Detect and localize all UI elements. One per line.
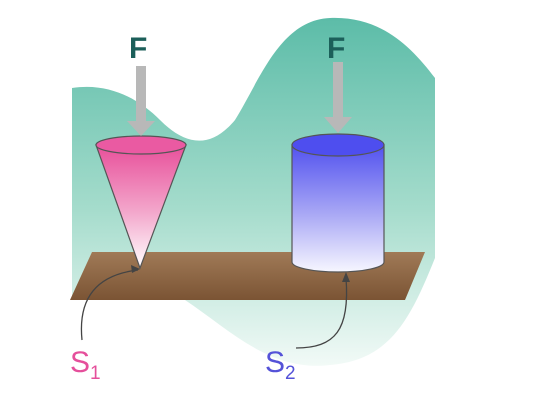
cone-object	[95, 135, 187, 270]
label-s2-main: S	[265, 346, 285, 379]
pointer-arrowhead-s1	[131, 265, 140, 273]
label-s2: S2	[265, 346, 296, 384]
pointer-arrowhead-s2	[342, 272, 350, 282]
force-arrow-left	[127, 66, 155, 136]
force-label-left: F	[129, 32, 147, 65]
label-s2-sub: 2	[285, 363, 296, 384]
label-s1-sub: 1	[90, 363, 101, 384]
pointer-line-s1	[80, 269, 139, 341]
label-s1: S1	[70, 346, 101, 384]
pointer-line-s2	[295, 277, 348, 349]
force-arrow-right	[324, 62, 352, 133]
label-s1-main: S	[70, 346, 90, 379]
force-label-right: F	[327, 32, 345, 65]
cylinder-object	[291, 133, 385, 273]
